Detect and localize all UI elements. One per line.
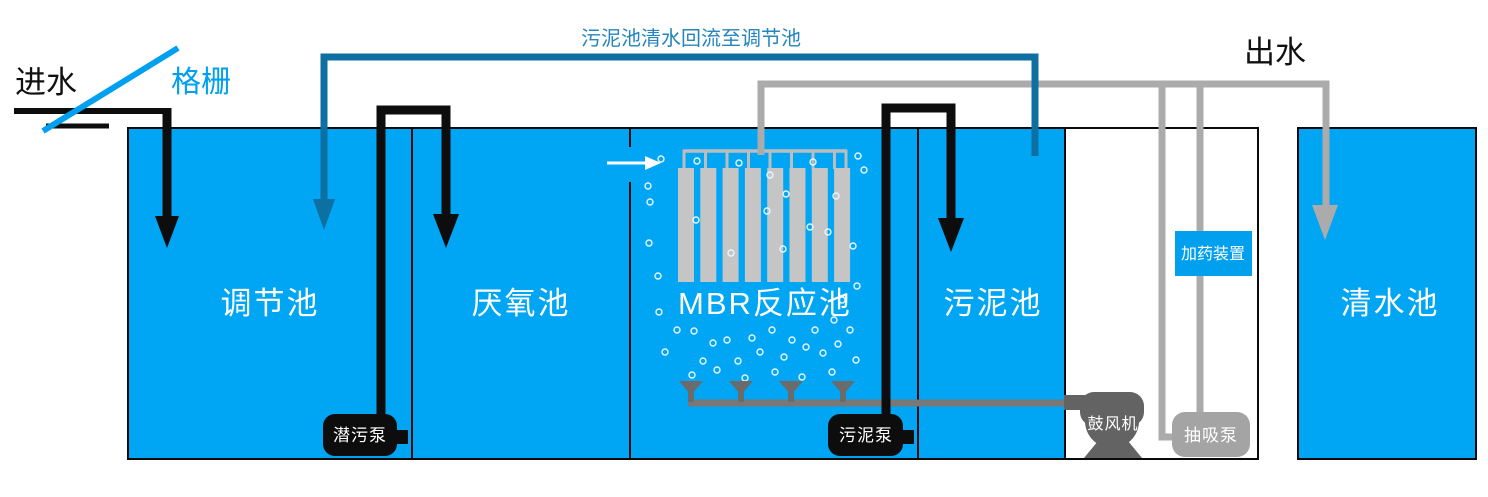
outlet-arrow-icon	[1312, 205, 1338, 240]
air-diffusers	[679, 381, 855, 402]
blower-body	[1064, 392, 1144, 458]
tank-clean-water-label: 清水池	[1341, 286, 1440, 321]
return-pipe	[320, 53, 1039, 202]
dosing-device-label: 加药装置	[1181, 245, 1245, 263]
mbr-inflow-arrow-icon	[607, 156, 661, 170]
dosing-device: 加药装置	[1175, 231, 1252, 276]
submersible-pump: 潜污泵	[323, 414, 408, 456]
return-line-label: 污泥池清水回流至调节池	[581, 27, 801, 50]
suction-pump-label: 抽吸泵	[1184, 426, 1238, 445]
inlet-works	[14, 45, 180, 248]
return-line	[313, 53, 1039, 230]
bar-screen-label: 格栅	[171, 66, 231, 99]
sludge-pump: 污泥泵	[828, 414, 914, 456]
permeate-main-pipe	[757, 80, 1330, 207]
sludge-inflow-arrow-icon	[938, 218, 964, 252]
inlet-arrow-icon	[155, 216, 179, 248]
air-bubbles	[644, 152, 868, 382]
return-arrow-icon	[313, 199, 335, 230]
tank-anaerobic-label: 厌氧池	[472, 286, 571, 321]
sludge-pump-pipe	[881, 103, 956, 416]
suction-pump: 抽吸泵	[1172, 412, 1250, 457]
sludge-pump-label: 污泥泵	[839, 426, 893, 445]
tank-regulation-label: 调节池	[221, 286, 320, 321]
inlet-label: 进水	[15, 65, 77, 100]
membrane-risers	[682, 150, 848, 169]
anaerobic-inflow-arrow-icon	[433, 214, 459, 248]
tank-mbr-label: MBR反应池	[678, 286, 852, 321]
black-pump-pipes	[376, 103, 956, 416]
outlet-label: 出水	[1244, 35, 1306, 70]
tank-regulation	[127, 127, 413, 460]
submersible-pump-pipe	[376, 105, 451, 416]
blower-label: 鼓风机	[1087, 415, 1138, 433]
bar-screen-icon	[41, 45, 180, 134]
tank-sludge-label: 污泥池	[944, 286, 1043, 321]
submersible-pump-label: 潜污泵	[333, 426, 387, 445]
